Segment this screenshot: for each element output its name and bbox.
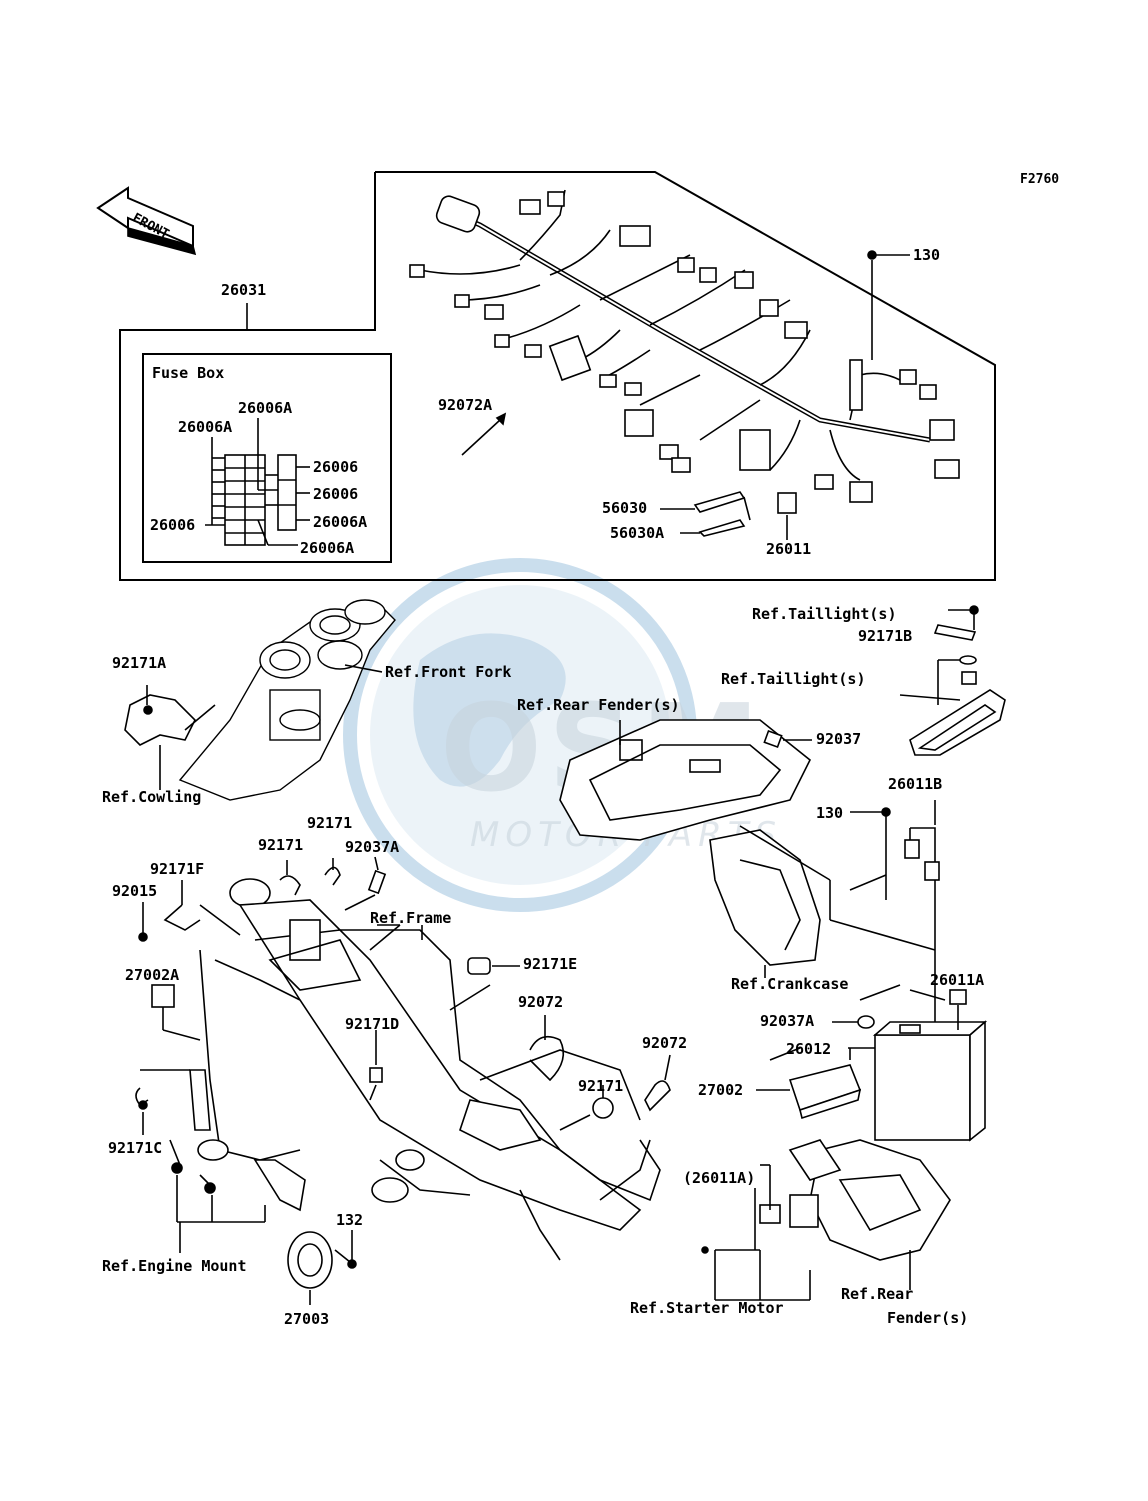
part-92072-a: 92072 [518,993,564,1011]
ref-frame: Ref.Frame [370,909,452,927]
part-26011A-paren: (26011A) [683,1169,756,1187]
fuse-part-26006A-3: 26006A [313,513,368,531]
rear-fender-drawing [559,719,812,841]
part-92072-b: 92072 [642,1034,688,1052]
part-92171-b: 92171 [258,836,304,854]
part-26031: 26031 [221,281,267,299]
part-92037: 92037 [816,730,862,748]
fuse-part-26006A-4: 26006A [300,539,355,557]
part-130-mid: 130 [816,804,844,822]
frame-drawing [189,878,661,1261]
ref-rear-fender-top: Ref.Rear Fender(s) [517,696,680,714]
ref-front-fork: Ref.Front Fork [385,663,512,681]
part-92037A-b: 92037A [760,1012,815,1030]
part-92171-a: 92171 [307,814,353,832]
part-26011A: 26011A [930,971,985,989]
ref-rear-fender-line2: Fender(s) [887,1309,969,1327]
part-92171D: 92171D [345,1015,400,1033]
fuse-box-title: Fuse Box [152,364,225,382]
battery-drawing [872,1020,988,1142]
part-27002A: 27002A [125,966,180,984]
ref-cowling: Ref.Cowling [102,788,202,806]
part-92171F: 92171F [150,860,205,878]
part-92037A: 92037A [345,838,400,856]
part-56030A: 56030A [610,524,665,542]
fuse-box-drawing [205,418,310,546]
part-27003: 27003 [284,1310,330,1328]
figure-code: F2760 [1020,172,1060,187]
part-92072A: 92072A [438,396,493,414]
ref-engine-mount: Ref.Engine Mount [102,1257,247,1275]
front-arrow-icon [96,186,197,256]
part-56030: 56030 [602,499,648,517]
top-bridge-drawing [178,599,396,801]
ref-taillight-1: Ref.Taillight(s) [752,605,897,623]
part-92171A: 92171A [112,654,167,672]
ref-starter-motor: Ref.Starter Motor [630,1299,784,1317]
ref-taillight-2: Ref.Taillight(s) [721,670,866,688]
part-92171C: 92171C [108,1139,163,1157]
part-130-top: 130 [913,246,941,264]
fuse-part-26006A-2: 26006A [178,418,233,436]
part-26011B: 26011B [888,775,943,793]
part-27002: 27002 [698,1081,744,1099]
part-132: 132 [336,1211,364,1229]
fuse-part-26006-3: 26006 [150,516,196,534]
fuse-part-26006-1: 26006 [313,458,359,476]
part-92015: 92015 [112,882,158,900]
ref-rear-fender-line1: Ref.Rear [841,1285,914,1303]
part-26011: 26011 [766,540,812,558]
fuse-box-panel [142,353,392,563]
part-92171E: 92171E [523,955,578,973]
part-26012: 26012 [786,1040,832,1058]
part-92171B: 92171B [858,627,913,645]
part-92171-c: 92171 [578,1077,624,1095]
fuse-part-26006A-1: 26006A [238,399,293,417]
ref-crankcase: Ref.Crankcase [731,975,849,993]
fuse-part-26006-2: 26006 [313,485,359,503]
